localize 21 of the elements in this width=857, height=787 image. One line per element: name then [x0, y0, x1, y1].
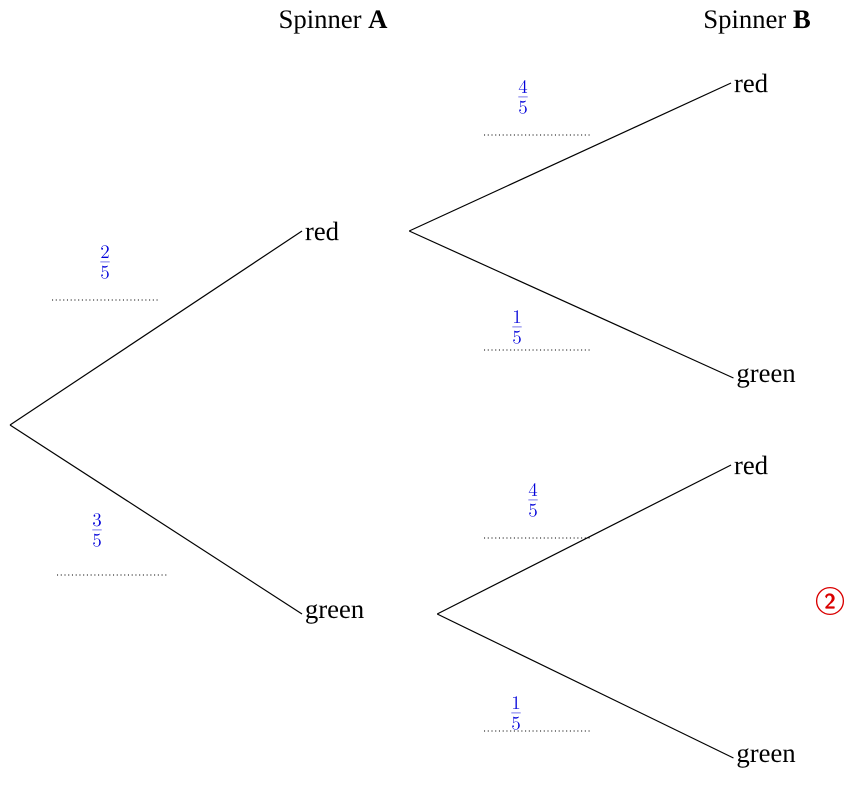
outcome-label: red [734, 456, 768, 474]
edge-label: $\frac{4}{5}$ [518, 80, 528, 114]
branch-line [10, 424, 302, 614]
edge-label: $\frac{4}{5}$ [528, 483, 538, 517]
edge-label: $\frac{3}{5}$ [92, 513, 102, 547]
edge-label: $\frac{1}{5}$ [511, 696, 521, 730]
edge-label: $\frac{2}{5}$ [100, 245, 110, 279]
branch-line [436, 613, 734, 759]
branch-line [10, 230, 302, 426]
outcome-label: red [305, 222, 339, 240]
column-heading: Spinner B [705, 10, 810, 34]
branch-line [408, 230, 734, 379]
outcome-label: green [306, 604, 364, 624]
circled-mark: 2 [816, 586, 844, 616]
outcome-label: green [738, 368, 796, 388]
outcome-label: red [734, 74, 768, 92]
branch-line [436, 464, 732, 615]
edge-label: $\frac{1}{5}$ [512, 310, 522, 344]
outcome-label: green [738, 748, 796, 768]
column-heading: Spinner A [280, 10, 388, 34]
branch-line [408, 82, 732, 232]
